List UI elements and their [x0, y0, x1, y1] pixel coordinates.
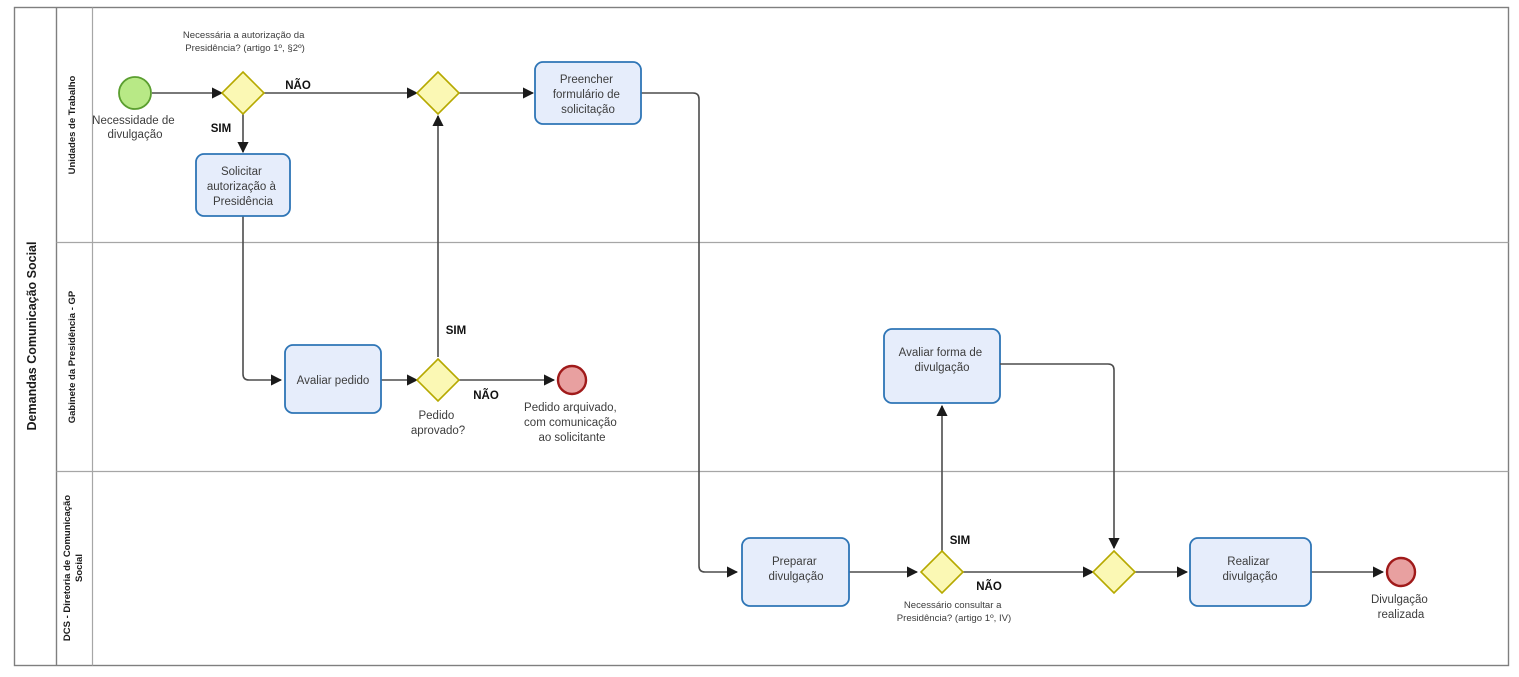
lane-title-dcs-line2: Social	[74, 554, 85, 582]
gateway-merge-unidades[interactable]	[415, 70, 461, 116]
flow-label-consultar-nao: NÃO	[976, 580, 1002, 593]
flow-label-autorizacao-sim: SIM	[211, 123, 231, 135]
gateway-consultar-presidencia[interactable]: Necessário consultar a Presidência? (art…	[897, 549, 1011, 624]
flow-label-consultar-sim: SIM	[950, 535, 970, 547]
pool-title: Demandas Comunicação Social	[25, 242, 39, 431]
gateway-icon-merge-unidades	[415, 70, 461, 116]
gateway-necessaria-autorizacao[interactable]: Necessária a autorização da Presidência?…	[183, 30, 307, 116]
flow-label-autorizacao-nao: NÃO	[285, 79, 311, 92]
task-rect-preparar-divulgacao	[741, 537, 850, 607]
lane-title-dcs-line1: DCS - Diretoria de Comunicação	[62, 495, 73, 641]
start-event-label: Necessidade de divulgação	[92, 115, 178, 141]
flow-solicitar-to-avaliar-pedido	[242, 216, 283, 386]
task-rect-preencher-formulario	[534, 61, 642, 125]
task-rect-solicitar-autorizacao	[195, 153, 291, 217]
pool-frame	[13, 6, 1510, 667]
lane-title-unidades: Unidades de Trabalho	[67, 75, 78, 174]
lane-title-dcs: DCS - Diretoria de Comunicação Social	[62, 495, 85, 641]
task-rect-avaliar-forma	[883, 328, 1001, 404]
task-preparar-divulgacao[interactable]: Preparar divulgação	[741, 537, 850, 607]
task-label-solicitar-autorizacao: Solicitar autorização à Presidência	[207, 166, 279, 208]
end-event-pedido-arquivado[interactable]: Pedido arquivado, com comunicação ao sol…	[524, 364, 620, 444]
end-event-icon-realizada	[1385, 556, 1417, 588]
task-label-realizar-divulgacao: Realizar divulgação	[1223, 556, 1278, 583]
end-event-divulgacao-realizada[interactable]: Divulgação realizada	[1371, 556, 1431, 621]
task-rect-realizar-divulgacao	[1189, 537, 1312, 607]
lane-title-gabinete: Gabinete da Presidência - GP	[67, 290, 78, 423]
task-label-avaliar-forma: Avaliar forma de divulgação	[899, 347, 986, 374]
task-solicitar-autorizacao[interactable]: Solicitar autorização à Presidência	[195, 153, 291, 217]
gateway-icon-autorizacao	[220, 70, 266, 116]
gateway-merge-dcs[interactable]	[1091, 549, 1137, 595]
task-preencher-formulario[interactable]: Preencher formulário de solicitação	[534, 61, 642, 125]
task-label-avaliar-pedido: Avaliar pedido	[297, 375, 370, 387]
flow-avaliar-forma-to-merge-dcs	[1000, 363, 1120, 550]
gateway-icon-pedido-aprovado	[415, 357, 461, 403]
start-event-icon	[118, 76, 152, 110]
task-label-preparar-divulgacao: Preparar divulgação	[769, 556, 824, 583]
task-avaliar-forma-divulgacao[interactable]: Avaliar forma de divulgação	[883, 328, 1001, 404]
end-event-label-realizada: Divulgação realizada	[1371, 594, 1431, 621]
gateway-consultar-question: Necessário consultar a Presidência? (art…	[897, 600, 1011, 624]
gateway-pedido-aprovado-question: Pedido aprovado?	[411, 410, 465, 437]
task-realizar-divulgacao[interactable]: Realizar divulgação	[1189, 537, 1312, 607]
end-event-label-arquivado: Pedido arquivado, com comunicação ao sol…	[524, 402, 620, 444]
gateway-pedido-aprovado[interactable]: Pedido aprovado?	[411, 357, 465, 437]
end-event-icon-arquivado	[556, 364, 588, 396]
flow-preencher-to-preparar	[641, 92, 739, 578]
task-avaliar-pedido[interactable]: Avaliar pedido	[284, 344, 382, 414]
start-event-necessidade-divulgacao[interactable]: Necessidade de divulgação	[92, 76, 178, 141]
flow-label-aprovado-sim: SIM	[446, 325, 466, 337]
gateway-autorizacao-question: Necessária a autorização da Presidência?…	[183, 30, 307, 54]
gateway-icon-merge-dcs	[1091, 549, 1137, 595]
pool-container	[13, 6, 1510, 667]
task-rect-avaliar-pedido	[284, 344, 382, 414]
flow-label-aprovado-nao: NÃO	[473, 389, 499, 402]
gateway-icon-consultar-presidencia	[919, 549, 965, 595]
task-label-preencher-formulario: Preencher formulário de solicitação	[553, 74, 623, 116]
